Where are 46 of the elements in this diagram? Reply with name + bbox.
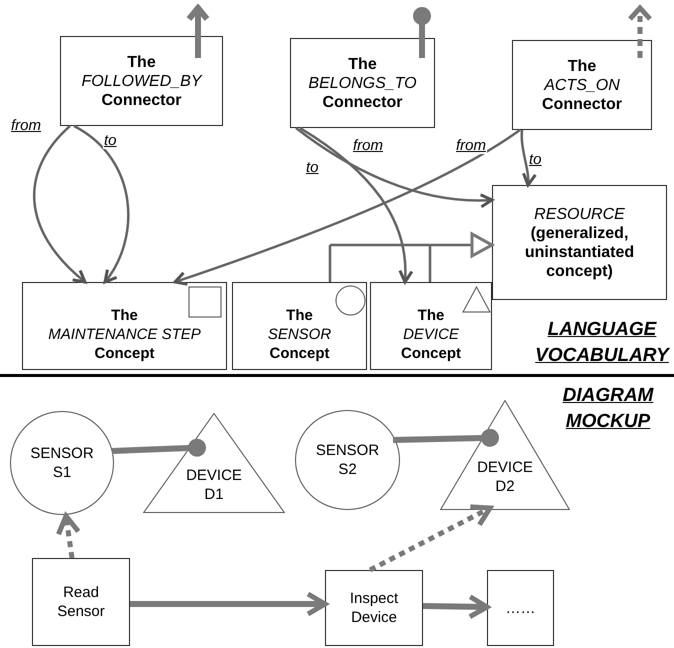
edge-label: to (305, 160, 320, 176)
arrow (33, 125, 86, 284)
node-text: DEVICE D1 (185, 466, 243, 504)
edge-label: from (455, 138, 487, 154)
arrow (174, 128, 521, 286)
node-text: The FOLLOWED_BY Connector (81, 52, 202, 110)
dashed-arrow (56, 514, 81, 558)
node-text: Inspect Device (348, 589, 400, 627)
dashed-arrow (368, 504, 492, 572)
node-text: The MAINTENANCE STEP Concept (48, 306, 201, 363)
section-heading: DIAGRAM MOCKUP (562, 384, 655, 434)
concept-box (370, 282, 492, 370)
generalization-arrow (328, 232, 494, 284)
edge-label: to (103, 133, 118, 149)
arrow (520, 130, 536, 186)
node-text: The DEVICE Concept (401, 306, 461, 363)
concept-box (232, 282, 367, 370)
process-box (487, 570, 554, 646)
connector-box (290, 38, 435, 128)
node-text: RESOURCE (generalized, uninstantiated concept) (524, 204, 636, 280)
node-text: The BELONGS_TO Connector (308, 54, 417, 112)
edge-label: from (352, 138, 384, 154)
node-text: SENSOR S1 (29, 444, 95, 482)
device-triangle (143, 413, 285, 513)
edge-label: from (10, 118, 42, 134)
connector-line (112, 438, 206, 457)
node-text: Read Sensor (56, 583, 106, 621)
resource-box (492, 185, 667, 300)
arrow (130, 592, 328, 616)
process-box (32, 558, 130, 646)
section-heading: LANGUAGE VOCABULARY (534, 318, 671, 368)
connector-box (60, 36, 223, 126)
edge-label: to (528, 152, 543, 168)
arrow (299, 126, 413, 284)
node-text: …… (506, 598, 536, 618)
node-text: SENSOR S2 (314, 441, 380, 479)
arrow (73, 124, 130, 284)
connector-line (392, 428, 499, 447)
node-text: The SENSOR Concept (268, 306, 332, 363)
node-text: The ACTS_ON Connector (542, 56, 622, 114)
arrow (422, 594, 490, 620)
process-box (325, 570, 423, 646)
arrow (295, 127, 494, 208)
node-text: DEVICE D2 (476, 458, 534, 496)
concept-box (22, 282, 227, 370)
connector-box (512, 40, 652, 130)
